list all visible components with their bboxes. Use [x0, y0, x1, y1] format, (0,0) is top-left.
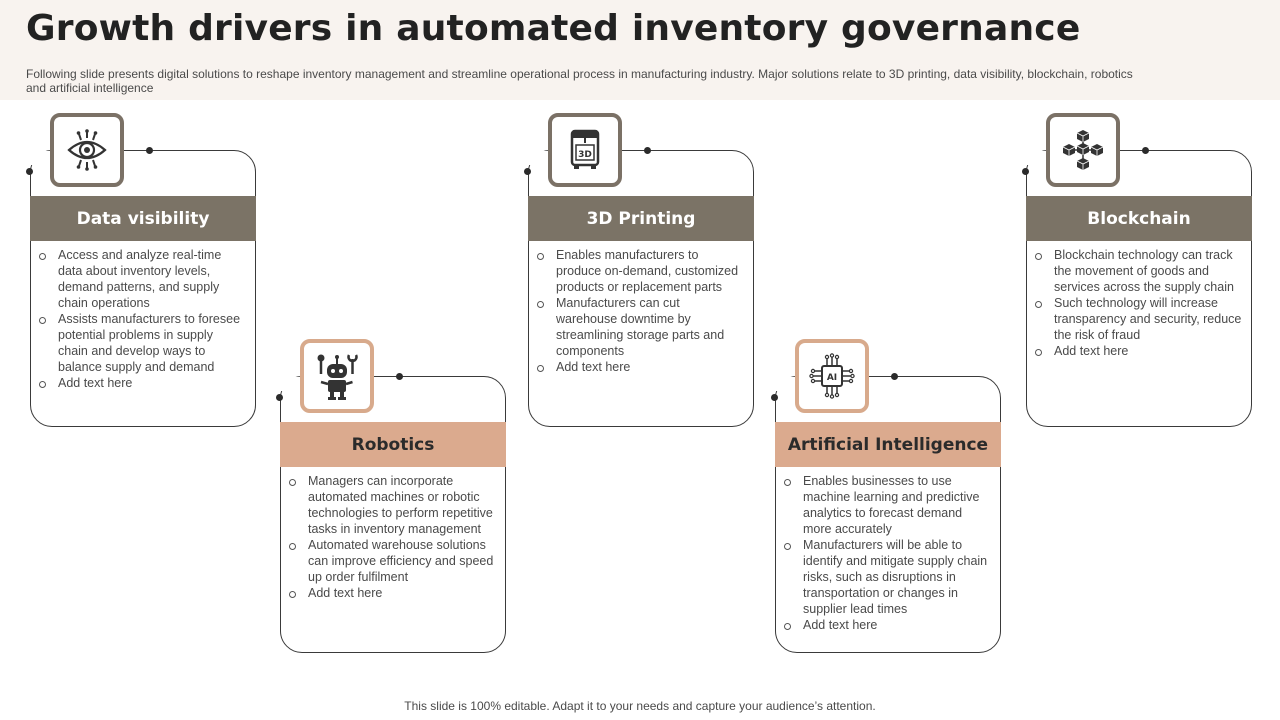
footer-note: This slide is 100% editable. Adapt it to… — [404, 699, 876, 713]
eye-circuit-icon — [67, 129, 107, 171]
list-item: Add text here — [39, 375, 246, 391]
icon-frame: AI — [795, 339, 869, 413]
connector-dot — [1142, 147, 1149, 154]
bullet-list: Access and analyze real-time data about … — [39, 247, 246, 391]
list-item: Add text here — [289, 585, 496, 601]
3d-printer-icon: 3D — [570, 129, 600, 169]
card-title: 3D Printing — [528, 196, 754, 241]
connector-dot — [891, 373, 898, 380]
icon-label: AI — [827, 373, 837, 383]
list-item: Add text here — [784, 617, 991, 633]
connector-dot — [771, 394, 778, 401]
icon-label: 3D — [578, 150, 592, 160]
connector-dot — [26, 168, 33, 175]
page-subtitle: Following slide presents digital solutio… — [26, 67, 1133, 95]
connector-dot — [1022, 168, 1029, 175]
list-item: Manufacturers can cut warehouse downtime… — [537, 295, 744, 359]
connector-dot — [644, 147, 651, 154]
connector-dot — [146, 147, 153, 154]
ai-chip-icon: AI — [809, 353, 855, 399]
header-band: Growth drivers in automated inventory go… — [0, 0, 1280, 100]
bullet-list: Blockchain technology can track the move… — [1035, 247, 1242, 359]
list-item: Automated warehouse solutions can improv… — [289, 537, 496, 585]
robot-icon — [317, 354, 358, 400]
icon-frame — [300, 339, 374, 413]
card-title: Data visibility — [30, 196, 256, 241]
bullet-list: Enables manufacturers to produce on-dema… — [537, 247, 744, 375]
list-item: Add text here — [1035, 343, 1242, 359]
icon-frame — [1046, 113, 1120, 187]
list-item: Blockchain technology can track the move… — [1035, 247, 1242, 295]
card-title: Blockchain — [1026, 196, 1252, 241]
list-item: Managers can incorporate automated machi… — [289, 473, 496, 537]
bullet-list: Managers can incorporate automated machi… — [289, 473, 496, 601]
card-title: Artificial Intelligence — [775, 422, 1001, 467]
icon-frame: 3D — [548, 113, 622, 187]
connector-dot — [276, 394, 283, 401]
bullet-list: Enables businesses to use machine learni… — [784, 473, 991, 633]
list-item: Add text here — [537, 359, 744, 375]
connector-dot — [524, 168, 531, 175]
list-item: Manufacturers will be able to identify a… — [784, 537, 991, 617]
list-item: Enables manufacturers to produce on-dema… — [537, 247, 744, 295]
connector-dot — [396, 373, 403, 380]
list-item: Assists manufacturers to foresee potenti… — [39, 311, 246, 375]
page-title: Growth drivers in automated inventory go… — [26, 8, 1081, 49]
list-item: Access and analyze real-time data about … — [39, 247, 246, 311]
blockchain-icon — [1062, 130, 1104, 170]
icon-frame — [50, 113, 124, 187]
card-title: Robotics — [280, 422, 506, 467]
list-item: Such technology will increase transparen… — [1035, 296, 1242, 342]
list-item: Enables businesses to use machine learni… — [784, 473, 991, 537]
